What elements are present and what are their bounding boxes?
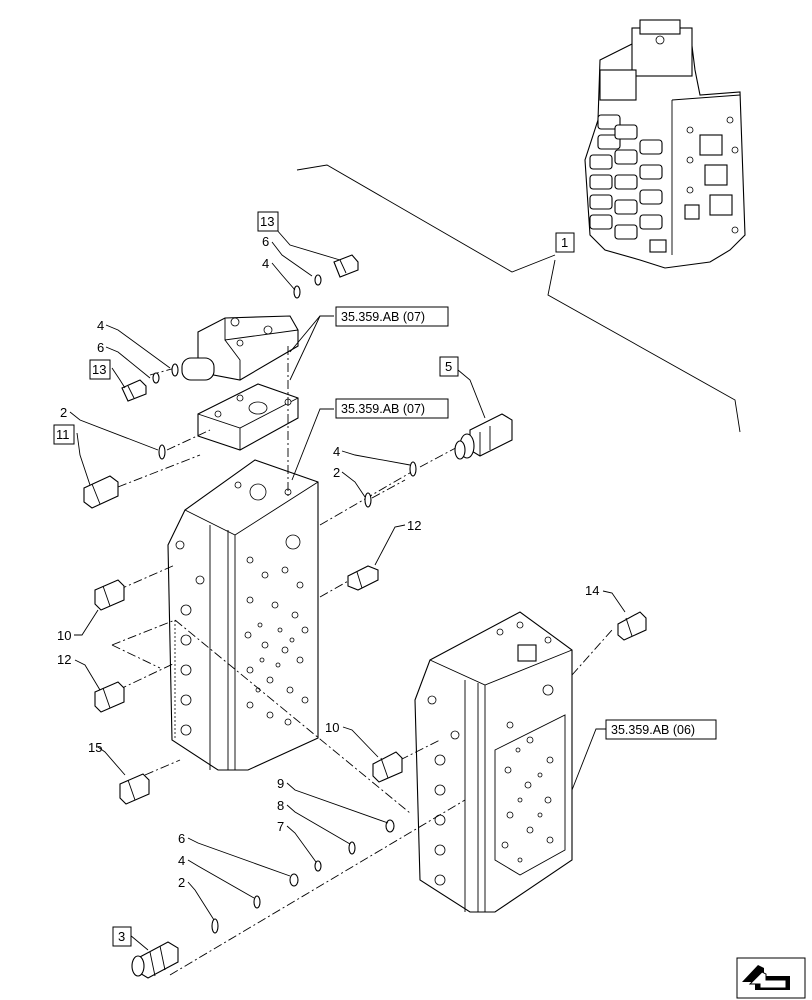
callout-15: 15: [88, 740, 102, 755]
solenoid-valve-block: [181, 315, 299, 381]
callout-12-left: 12: [57, 652, 71, 667]
boxed-callouts: 1 13 13 11 5 3: [53, 211, 575, 947]
part-7-ring: [314, 860, 322, 872]
rear-valve-section: [414, 611, 573, 913]
rear-port-holes: [501, 721, 554, 863]
callout-13-upper-box: 13: [257, 211, 279, 232]
section-line-upper: [296, 164, 556, 273]
reference-35-359-ab-07-lower: 35.359.AB (07): [335, 398, 449, 419]
callout-4-upper: 4: [262, 256, 269, 271]
callout-14: 14: [585, 583, 599, 598]
leader-lines: [69, 228, 626, 951]
reference-35-359-ab-06: 35.359.AB (06): [605, 719, 717, 740]
part-10-fitting-right: [372, 751, 403, 783]
callout-10-left: 10: [57, 628, 71, 643]
part-4-oring-upper: [293, 285, 301, 299]
callout-6-lower: 6: [178, 831, 185, 846]
part-8-oring: [348, 841, 356, 855]
part-13-plug-left: [121, 379, 147, 402]
part-10-fitting-left: [94, 579, 125, 611]
section-line-lower: [547, 259, 741, 433]
callout-4-right: 4: [333, 444, 340, 459]
part-2-oring-right: [364, 492, 372, 508]
callout-9: 9: [277, 776, 284, 791]
svg-text:11: 11: [56, 427, 70, 442]
callout-7: 7: [277, 819, 284, 834]
callout-12-right: 12: [407, 518, 421, 533]
part-5-solenoid-cartridge: [454, 413, 513, 460]
adapter-plate: [197, 383, 299, 451]
part-11-fitting: [83, 475, 119, 509]
body-port-holes: [244, 556, 309, 726]
callout-4-left: 4: [97, 318, 104, 333]
svg-text:5: 5: [445, 359, 452, 374]
callout-2-right: 2: [333, 465, 340, 480]
valve-spools: [589, 114, 663, 240]
part-13-plug-upper: [333, 254, 359, 278]
control-valve-assembly: [584, 19, 746, 269]
callout-6-upper: 6: [262, 234, 269, 249]
part-2-oring-left: [158, 444, 166, 460]
svg-text:1: 1: [561, 235, 568, 250]
part-6-ring-lower: [289, 873, 299, 887]
callout-2-lower: 2: [178, 875, 185, 890]
part-14-fitting: [617, 611, 647, 641]
callout-6-left: 6: [97, 340, 104, 355]
part-3-cartridge: [131, 941, 179, 979]
callout-labels: 6 4 4 6 2 4 2 12 10 12 15 14 10 9 8 7 6 …: [57, 234, 599, 890]
callout-5-box: 5: [439, 356, 459, 377]
reference-35-359-ab-07-upper: 35.359.AB (07): [335, 306, 449, 327]
svg-text:13: 13: [260, 214, 274, 229]
part-6-ring-upper: [314, 274, 322, 286]
svg-text:3: 3: [118, 929, 125, 944]
part-4-oring-left: [171, 363, 179, 377]
callout-1-box: 1: [555, 232, 575, 253]
svg-text:35.359.AB (07): 35.359.AB (07): [341, 310, 425, 324]
reference-boxes: 35.359.AB (07) 35.359.AB (07) 35.359.AB …: [335, 306, 717, 740]
svg-text:35.359.AB (07): 35.359.AB (07): [341, 402, 425, 416]
callout-4-lower: 4: [178, 853, 185, 868]
callout-8: 8: [277, 798, 284, 813]
part-9-plug: [385, 819, 395, 833]
callout-3-box: 3: [112, 926, 132, 947]
callout-2-left: 2: [60, 405, 67, 420]
valve-section-body: [167, 459, 319, 771]
part-4-oring-lower: [253, 895, 261, 909]
part-12-fitting-right: [347, 565, 379, 591]
part-12-fitting-left: [94, 681, 125, 713]
callout-13-left-box: 13: [89, 359, 111, 380]
part-6-ring-left: [152, 372, 160, 384]
callout-10-right: 10: [325, 720, 339, 735]
callout-11-box: 11: [53, 424, 75, 445]
part-15-fitting: [119, 773, 150, 805]
svg-text:13: 13: [92, 362, 106, 377]
arrow-corner-icon[interactable]: [736, 957, 806, 999]
svg-text:35.359.AB (06): 35.359.AB (06): [611, 723, 695, 737]
part-2-oring-lower: [211, 918, 219, 934]
part-4-oring-right: [409, 461, 417, 477]
